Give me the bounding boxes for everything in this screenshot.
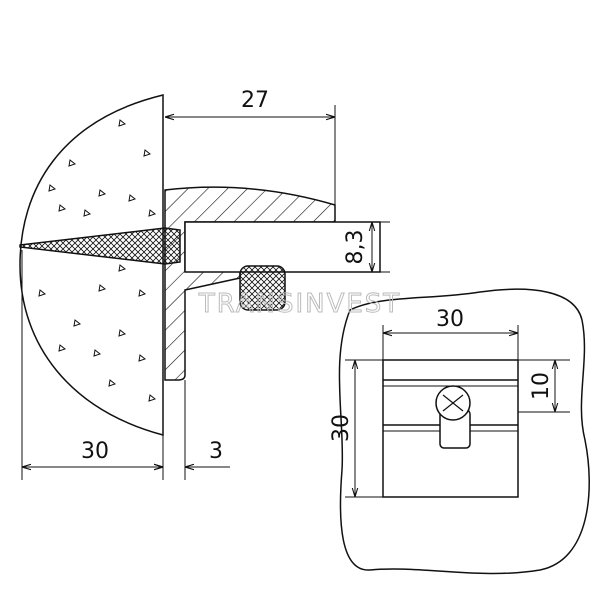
wall-section [19, 94, 164, 436]
dim-label-30-side: 30 [81, 439, 109, 464]
top-view-plate [382, 359, 519, 498]
dim-label-10: 10 [529, 372, 554, 400]
concrete-speckles [38, 119, 157, 402]
dim-label-8-3: 8,3 [343, 230, 368, 265]
dim-label-3: 3 [209, 439, 223, 464]
dim-label-30-top: 30 [436, 307, 464, 332]
dim-label-27: 27 [241, 88, 269, 113]
watermark: TRANSINVEST [198, 289, 401, 319]
set-screw [239, 265, 286, 311]
pin [184, 221, 381, 273]
dim-label-30-left: 30 [329, 414, 354, 442]
top-view-outline [338, 288, 590, 575]
wall-anchor [19, 227, 181, 265]
